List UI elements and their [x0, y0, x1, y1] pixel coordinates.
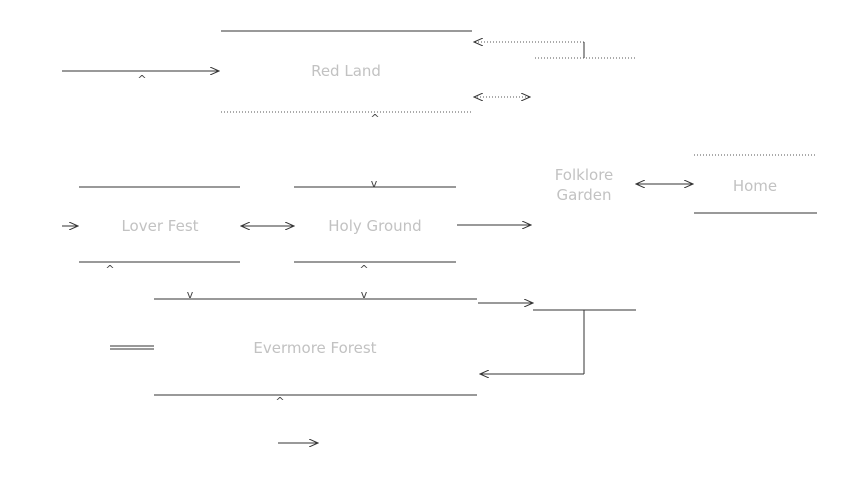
evermore-forest-left-marker [110, 345, 154, 350]
node-red-land[interactable]: ^ [221, 30, 472, 125]
caret-up-icon: ^ [359, 263, 368, 276]
edge-right-entry-to-red-land [474, 42, 636, 59]
caret-up-icon: ^ [105, 263, 114, 276]
node-lover-fest-label[interactable]: Lover Fest [121, 217, 199, 235]
caret-up-icon: ^ [137, 73, 146, 86]
node-home[interactable] [694, 154, 817, 214]
node-holy-ground[interactable]: v ^ [294, 177, 456, 276]
node-evermore-forest-label[interactable]: Evermore Forest [253, 339, 377, 357]
node-evermore-forest[interactable]: v v ^ [154, 288, 477, 408]
node-folklore-garden-label[interactable]: Folklore Garden [554, 166, 614, 204]
caret-down-icon: v [361, 288, 368, 301]
node-red-land-label[interactable]: Red Land [311, 62, 381, 80]
edge-evermore-forest-to-right-exit [478, 303, 636, 311]
node-lover-fest[interactable]: ^ [79, 186, 240, 276]
caret-up-icon: ^ [275, 395, 284, 408]
caret-up-icon: ^ [370, 112, 379, 125]
edge-left-entry-to-red-land: ^ [62, 71, 219, 86]
node-home-label[interactable]: Home [732, 177, 778, 195]
edge-right-entry-to-evermore-forest [480, 310, 585, 374]
caret-down-icon: v [371, 177, 378, 190]
caret-down-icon: v [187, 288, 194, 301]
node-holy-ground-label[interactable]: Holy Ground [328, 217, 422, 235]
